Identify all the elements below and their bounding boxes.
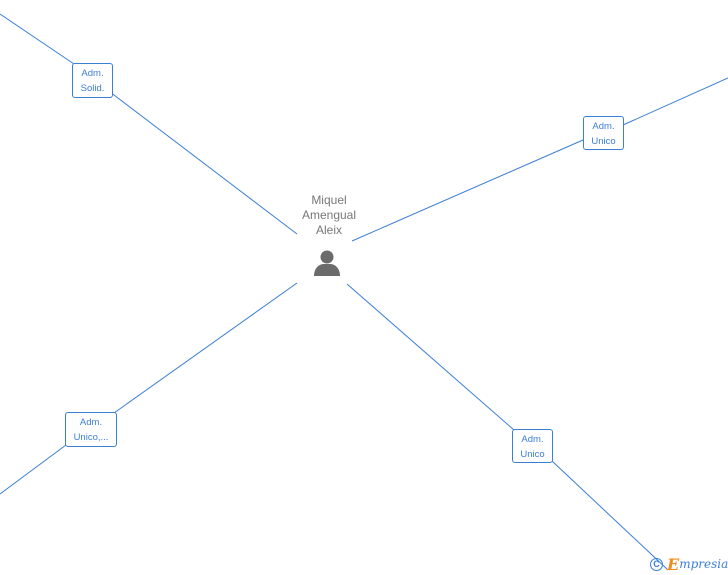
edge-top-right-outer (622, 77, 728, 126)
relation-label-top-right[interactable]: Adm. Unico (583, 116, 624, 150)
edge-bottom-left-inner (113, 282, 298, 414)
relation-label-top-left[interactable]: Adm. Solid. (72, 63, 113, 98)
edge-bottom-left-outer (0, 444, 67, 495)
person-name-line-2: Amengual (301, 208, 357, 222)
relation-label-line: Unico,... (73, 432, 109, 443)
relation-label-line: Adm. (79, 417, 103, 428)
edge-top-left-inner (109, 91, 298, 235)
center-person-name[interactable]: Miquel Amengual Aleix (274, 193, 384, 238)
brand-logo-initial: E (667, 554, 680, 574)
person-name-line-3: Aleix (315, 223, 342, 237)
edge-top-right-inner (351, 139, 584, 242)
relation-label-line: Unico (520, 449, 545, 460)
copyright-icon: C (650, 557, 663, 571)
relation-label-line: Adm. (521, 434, 544, 445)
edge-bottom-right-inner (346, 283, 515, 431)
brand-footer: C E mpresia (650, 554, 728, 574)
relation-label-line: Unico (591, 136, 616, 147)
relation-label-bottom-left[interactable]: Adm. Unico,... (65, 412, 117, 447)
brand-logo-text: mpresia (679, 557, 728, 571)
person-name-line-1: Miquel (311, 193, 347, 207)
relation-label-line: Adm. (81, 68, 104, 79)
person-icon[interactable] (312, 248, 342, 278)
relation-label-bottom-right[interactable]: Adm. Unico (512, 429, 553, 463)
relation-label-line: Solid. (80, 83, 105, 94)
relation-label-line: Adm. (592, 121, 615, 132)
edge-top-left-outer (0, 13, 78, 67)
edge-bottom-right-outer (551, 460, 669, 571)
